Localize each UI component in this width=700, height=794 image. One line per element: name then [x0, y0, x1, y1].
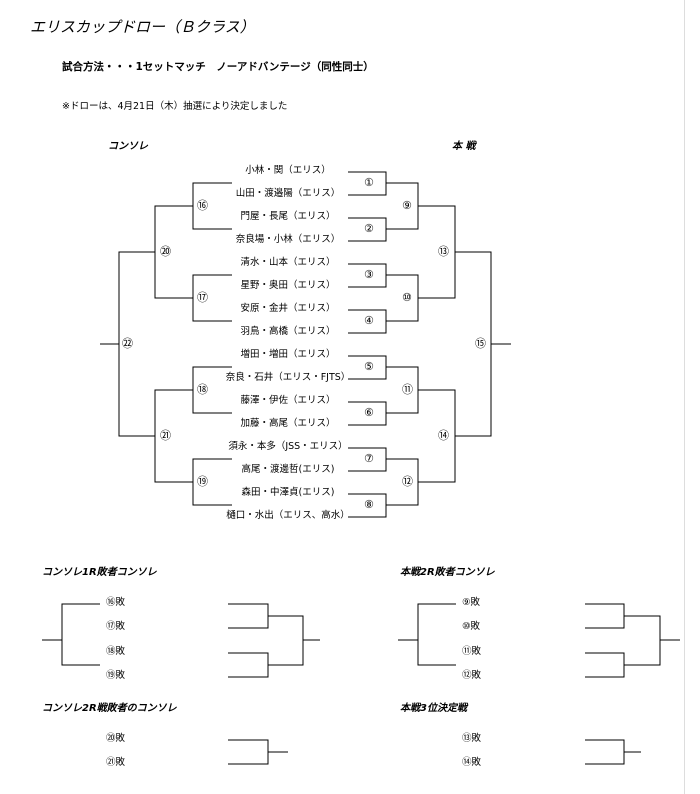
match-number: ㉑	[160, 429, 171, 442]
match-number: ⑤	[364, 360, 374, 373]
loser-entry: ⑬敗	[462, 733, 482, 744]
consolation-label: コンソレ	[108, 141, 148, 152]
sub-draw-title: コンソレ2R戦敗者のコンソレ	[42, 703, 177, 714]
loser-entry: ⑱敗	[106, 646, 126, 657]
player-entry: 森田・中澤貞(エリス)	[241, 487, 335, 498]
player-entry: 星野・奥田（エリス）	[240, 280, 336, 291]
sub-draw-title: 本戦3位決定戦	[400, 703, 467, 714]
match-number: ⑬	[438, 245, 449, 258]
match-number: ⑲	[197, 475, 208, 488]
match-number: ⑮	[475, 337, 486, 350]
match-number: ⑫	[402, 475, 413, 488]
right-margin-bar	[684, 0, 699, 794]
sub-draw-title: 本戦2R敗者コンソレ	[400, 567, 495, 578]
match-number: ⑰	[197, 291, 208, 304]
player-entry: 加藤・高尾（エリス）	[240, 418, 336, 429]
match-number: ⑧	[364, 498, 374, 511]
match-number: ②	[364, 222, 374, 235]
match-number: ③	[364, 268, 374, 281]
player-entry: 須永・本多（JSS・エリス）	[228, 441, 348, 452]
player-entry: 安原・金井（エリス）	[240, 303, 336, 314]
match-number: ⑱	[197, 383, 208, 396]
player-entry: 奈良・石井（エリス・FJTS）	[225, 372, 351, 383]
loser-entry: ⑩敗	[462, 621, 481, 632]
loser-entry: ⑪敗	[462, 646, 482, 657]
loser-entry: ⑲敗	[106, 670, 126, 681]
main-draw-label: 本 戦	[452, 141, 476, 152]
player-entry: 清水・山本（エリス）	[240, 257, 336, 268]
loser-entry: ㉑敗	[106, 757, 126, 768]
page-title: エリスカップドロー（Ｂクラス）	[30, 18, 255, 36]
loser-entry: ⑫敗	[462, 670, 482, 681]
match-number: ⑪	[402, 383, 413, 396]
loser-entry: ⑰敗	[106, 621, 126, 632]
loser-entry: ⑳敗	[106, 733, 126, 744]
player-entry: 山田・渡邉陽（エリス）	[235, 188, 341, 199]
loser-entry: ⑯敗	[106, 597, 126, 608]
match-number: ④	[364, 314, 374, 327]
match-number: ⑩	[402, 291, 412, 304]
match-number: ①	[364, 176, 374, 189]
match-number: ⑭	[438, 429, 449, 442]
match-number: ⑳	[160, 245, 171, 258]
match-number: ⑥	[364, 406, 374, 419]
loser-entry: ⑨敗	[462, 597, 481, 608]
match-number: ⑯	[197, 199, 208, 212]
player-entry: 羽鳥・高橋（エリス）	[240, 326, 336, 337]
sub-draw-title: コンソレ1R敗者コンソレ	[42, 567, 157, 578]
player-entry: 藤澤・伊佐（エリス）	[240, 395, 336, 406]
player-entry: 増田・増田（エリス）	[240, 349, 336, 360]
loser-entry: ⑭敗	[462, 757, 482, 768]
player-entry: 小林・関（エリス）	[245, 165, 331, 176]
player-entry: 奈良場・小林（エリス）	[235, 234, 341, 245]
player-entry: 高尾・渡邊哲(エリス)	[241, 464, 335, 475]
draw-note: ※ドローは、4月21日（木）抽選により決定しました	[62, 101, 288, 112]
match-format: 試合方法・・・1セットマッチ ノーアドバンテージ（同性同士）	[62, 61, 374, 73]
player-entry: 樋口・水出（エリス、高水）	[226, 510, 350, 521]
match-number: ⑦	[364, 452, 374, 465]
player-entry: 門屋・長尾（エリス）	[240, 211, 336, 222]
match-number: ㉒	[122, 337, 133, 350]
match-number: ⑨	[402, 199, 412, 212]
